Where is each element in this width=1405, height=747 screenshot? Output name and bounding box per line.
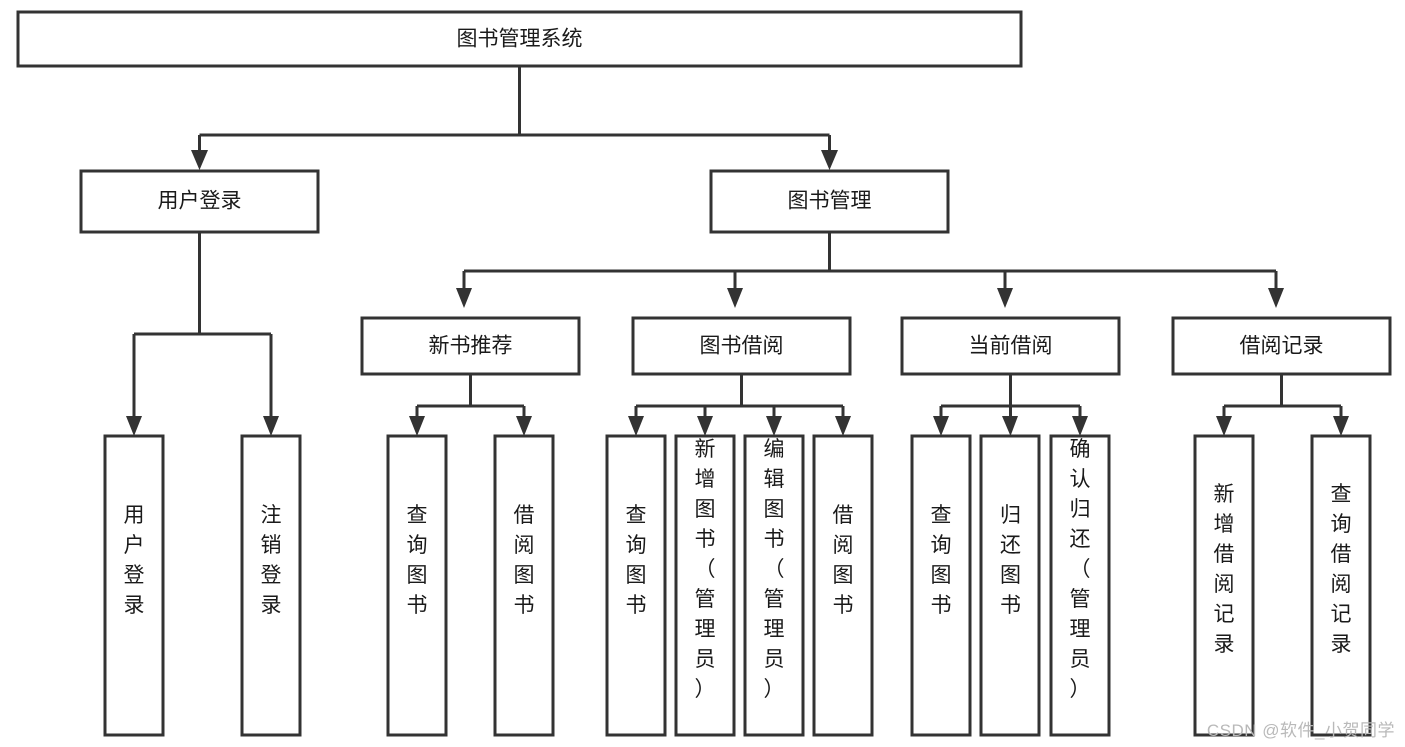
node-leaf-add-book-box[interactable] bbox=[674, 434, 736, 737]
node-user-login-box[interactable] bbox=[79, 169, 320, 234]
arrowhead-leaf-query-book-2 bbox=[628, 416, 644, 436]
arrowhead-leaf-user-login bbox=[126, 416, 142, 436]
arrowhead-user-login bbox=[191, 150, 208, 170]
node-current-borrow-box[interactable] bbox=[900, 316, 1121, 376]
node-leaf-query-book-2-label: 查询图书 bbox=[626, 504, 647, 617]
node-leaf-borrow-book-2-box[interactable] bbox=[812, 434, 874, 737]
arrowhead-leaf-add-book bbox=[697, 416, 713, 436]
node-leaf-query-book-3-box[interactable] bbox=[910, 434, 972, 737]
node-leaf-user-login-label: 用户登录 bbox=[124, 504, 145, 617]
node-leaf-query-book-3-label: 查询图书 bbox=[931, 504, 952, 617]
node-leaf-user-login[interactable]: 用户登录 bbox=[103, 434, 165, 737]
node-leaf-add-record-box[interactable] bbox=[1193, 434, 1255, 737]
node-borrow-record-label: 借阅记录 bbox=[1240, 335, 1324, 358]
node-book-manage-box[interactable] bbox=[709, 169, 950, 234]
node-leaf-logout[interactable]: 注销登录 bbox=[240, 434, 302, 737]
node-new-book-rec-label: 新书推荐 bbox=[429, 335, 513, 358]
arrowhead-leaf-logout bbox=[263, 416, 279, 436]
node-leaf-borrow-book-1-box[interactable] bbox=[493, 434, 555, 737]
node-leaf-logout-box[interactable] bbox=[240, 434, 302, 737]
node-current-borrow-label: 当前借阅 bbox=[969, 335, 1053, 358]
node-leaf-add-record[interactable]: 新增借阅记录 bbox=[1193, 434, 1255, 737]
arrowhead-leaf-edit-book bbox=[766, 416, 782, 436]
node-leaf-borrow-book-2-label: 借阅图书 bbox=[833, 504, 854, 617]
node-leaf-query-record-label: 查询借阅记录 bbox=[1331, 483, 1352, 656]
node-leaf-return-book[interactable]: 归还图书 bbox=[979, 434, 1041, 737]
node-book-borrow-label: 图书借阅 bbox=[700, 335, 784, 358]
node-borrow-record-box[interactable] bbox=[1171, 316, 1392, 376]
node-leaf-edit-book-label: 编辑图书（管理员） bbox=[764, 438, 785, 701]
node-leaf-borrow-book-1-label: 借阅图书 bbox=[514, 504, 535, 617]
arrowhead-leaf-borrow-book-1 bbox=[516, 416, 532, 436]
node-user-login[interactable]: 用户登录 bbox=[79, 169, 320, 234]
node-leaf-borrow-book-2[interactable]: 借阅图书 bbox=[812, 434, 874, 737]
node-leaf-query-record[interactable]: 查询借阅记录 bbox=[1310, 434, 1372, 737]
node-borrow-record[interactable]: 借阅记录 bbox=[1171, 316, 1392, 376]
node-book-borrow[interactable]: 图书借阅 bbox=[631, 316, 852, 376]
node-leaf-add-book-label: 新增图书（管理员） bbox=[695, 438, 716, 701]
node-leaf-logout-label: 注销登录 bbox=[261, 504, 282, 617]
node-leaf-confirm-return-label: 确认归还（管理员） bbox=[1070, 438, 1091, 701]
arrowhead-book-borrow bbox=[727, 288, 743, 308]
arrowhead-leaf-borrow-book-2 bbox=[835, 416, 851, 436]
node-new-book-rec[interactable]: 新书推荐 bbox=[360, 316, 581, 376]
node-root-label: 图书管理系统 bbox=[457, 28, 583, 51]
arrowhead-current-borrow bbox=[997, 288, 1013, 308]
node-book-manage-label: 图书管理 bbox=[788, 190, 872, 213]
node-leaf-query-book-1-box[interactable] bbox=[386, 434, 448, 737]
node-leaf-return-book-label: 归还图书 bbox=[1000, 504, 1021, 617]
arrowhead-book-manage bbox=[821, 150, 838, 170]
node-root[interactable]: 图书管理系统 bbox=[16, 10, 1023, 68]
node-root-box[interactable] bbox=[16, 10, 1023, 68]
arrowhead-leaf-query-book-1 bbox=[409, 416, 425, 436]
node-leaf-edit-book-box[interactable] bbox=[743, 434, 805, 737]
node-leaf-add-book[interactable]: 新增图书（管理员） bbox=[674, 434, 736, 737]
connector-layer bbox=[126, 66, 1349, 436]
node-book-manage[interactable]: 图书管理 bbox=[709, 169, 950, 234]
node-new-book-rec-box[interactable] bbox=[360, 316, 581, 376]
node-leaf-user-login-box[interactable] bbox=[103, 434, 165, 737]
node-leaf-edit-book[interactable]: 编辑图书（管理员） bbox=[743, 434, 805, 737]
arrowhead-leaf-return-book bbox=[1002, 416, 1018, 436]
node-leaf-query-book-1[interactable]: 查询图书 bbox=[386, 434, 448, 737]
arrowhead-leaf-confirm-return bbox=[1072, 416, 1088, 436]
arrowhead-leaf-query-record bbox=[1333, 416, 1349, 436]
node-leaf-return-book-box[interactable] bbox=[979, 434, 1041, 737]
arrowhead-leaf-add-record bbox=[1216, 416, 1232, 436]
node-leaf-query-book-2-box[interactable] bbox=[605, 434, 667, 737]
node-leaf-query-record-box[interactable] bbox=[1310, 434, 1372, 737]
node-leaf-query-book-2[interactable]: 查询图书 bbox=[605, 434, 667, 737]
node-leaf-confirm-return-box[interactable] bbox=[1049, 434, 1111, 737]
arrowhead-leaf-query-book-3 bbox=[933, 416, 949, 436]
node-leaf-query-book-1-label: 查询图书 bbox=[407, 504, 428, 617]
node-leaf-borrow-book-1[interactable]: 借阅图书 bbox=[493, 434, 555, 737]
node-leaf-confirm-return[interactable]: 确认归还（管理员） bbox=[1049, 434, 1111, 737]
node-leaf-add-record-label: 新增借阅记录 bbox=[1214, 483, 1235, 656]
node-book-borrow-box[interactable] bbox=[631, 316, 852, 376]
arrowhead-borrow-record bbox=[1268, 288, 1284, 308]
arrowhead-new-book-rec bbox=[456, 288, 472, 308]
node-current-borrow[interactable]: 当前借阅 bbox=[900, 316, 1121, 376]
node-leaf-query-book-3[interactable]: 查询图书 bbox=[910, 434, 972, 737]
node-user-login-label: 用户登录 bbox=[158, 190, 242, 213]
